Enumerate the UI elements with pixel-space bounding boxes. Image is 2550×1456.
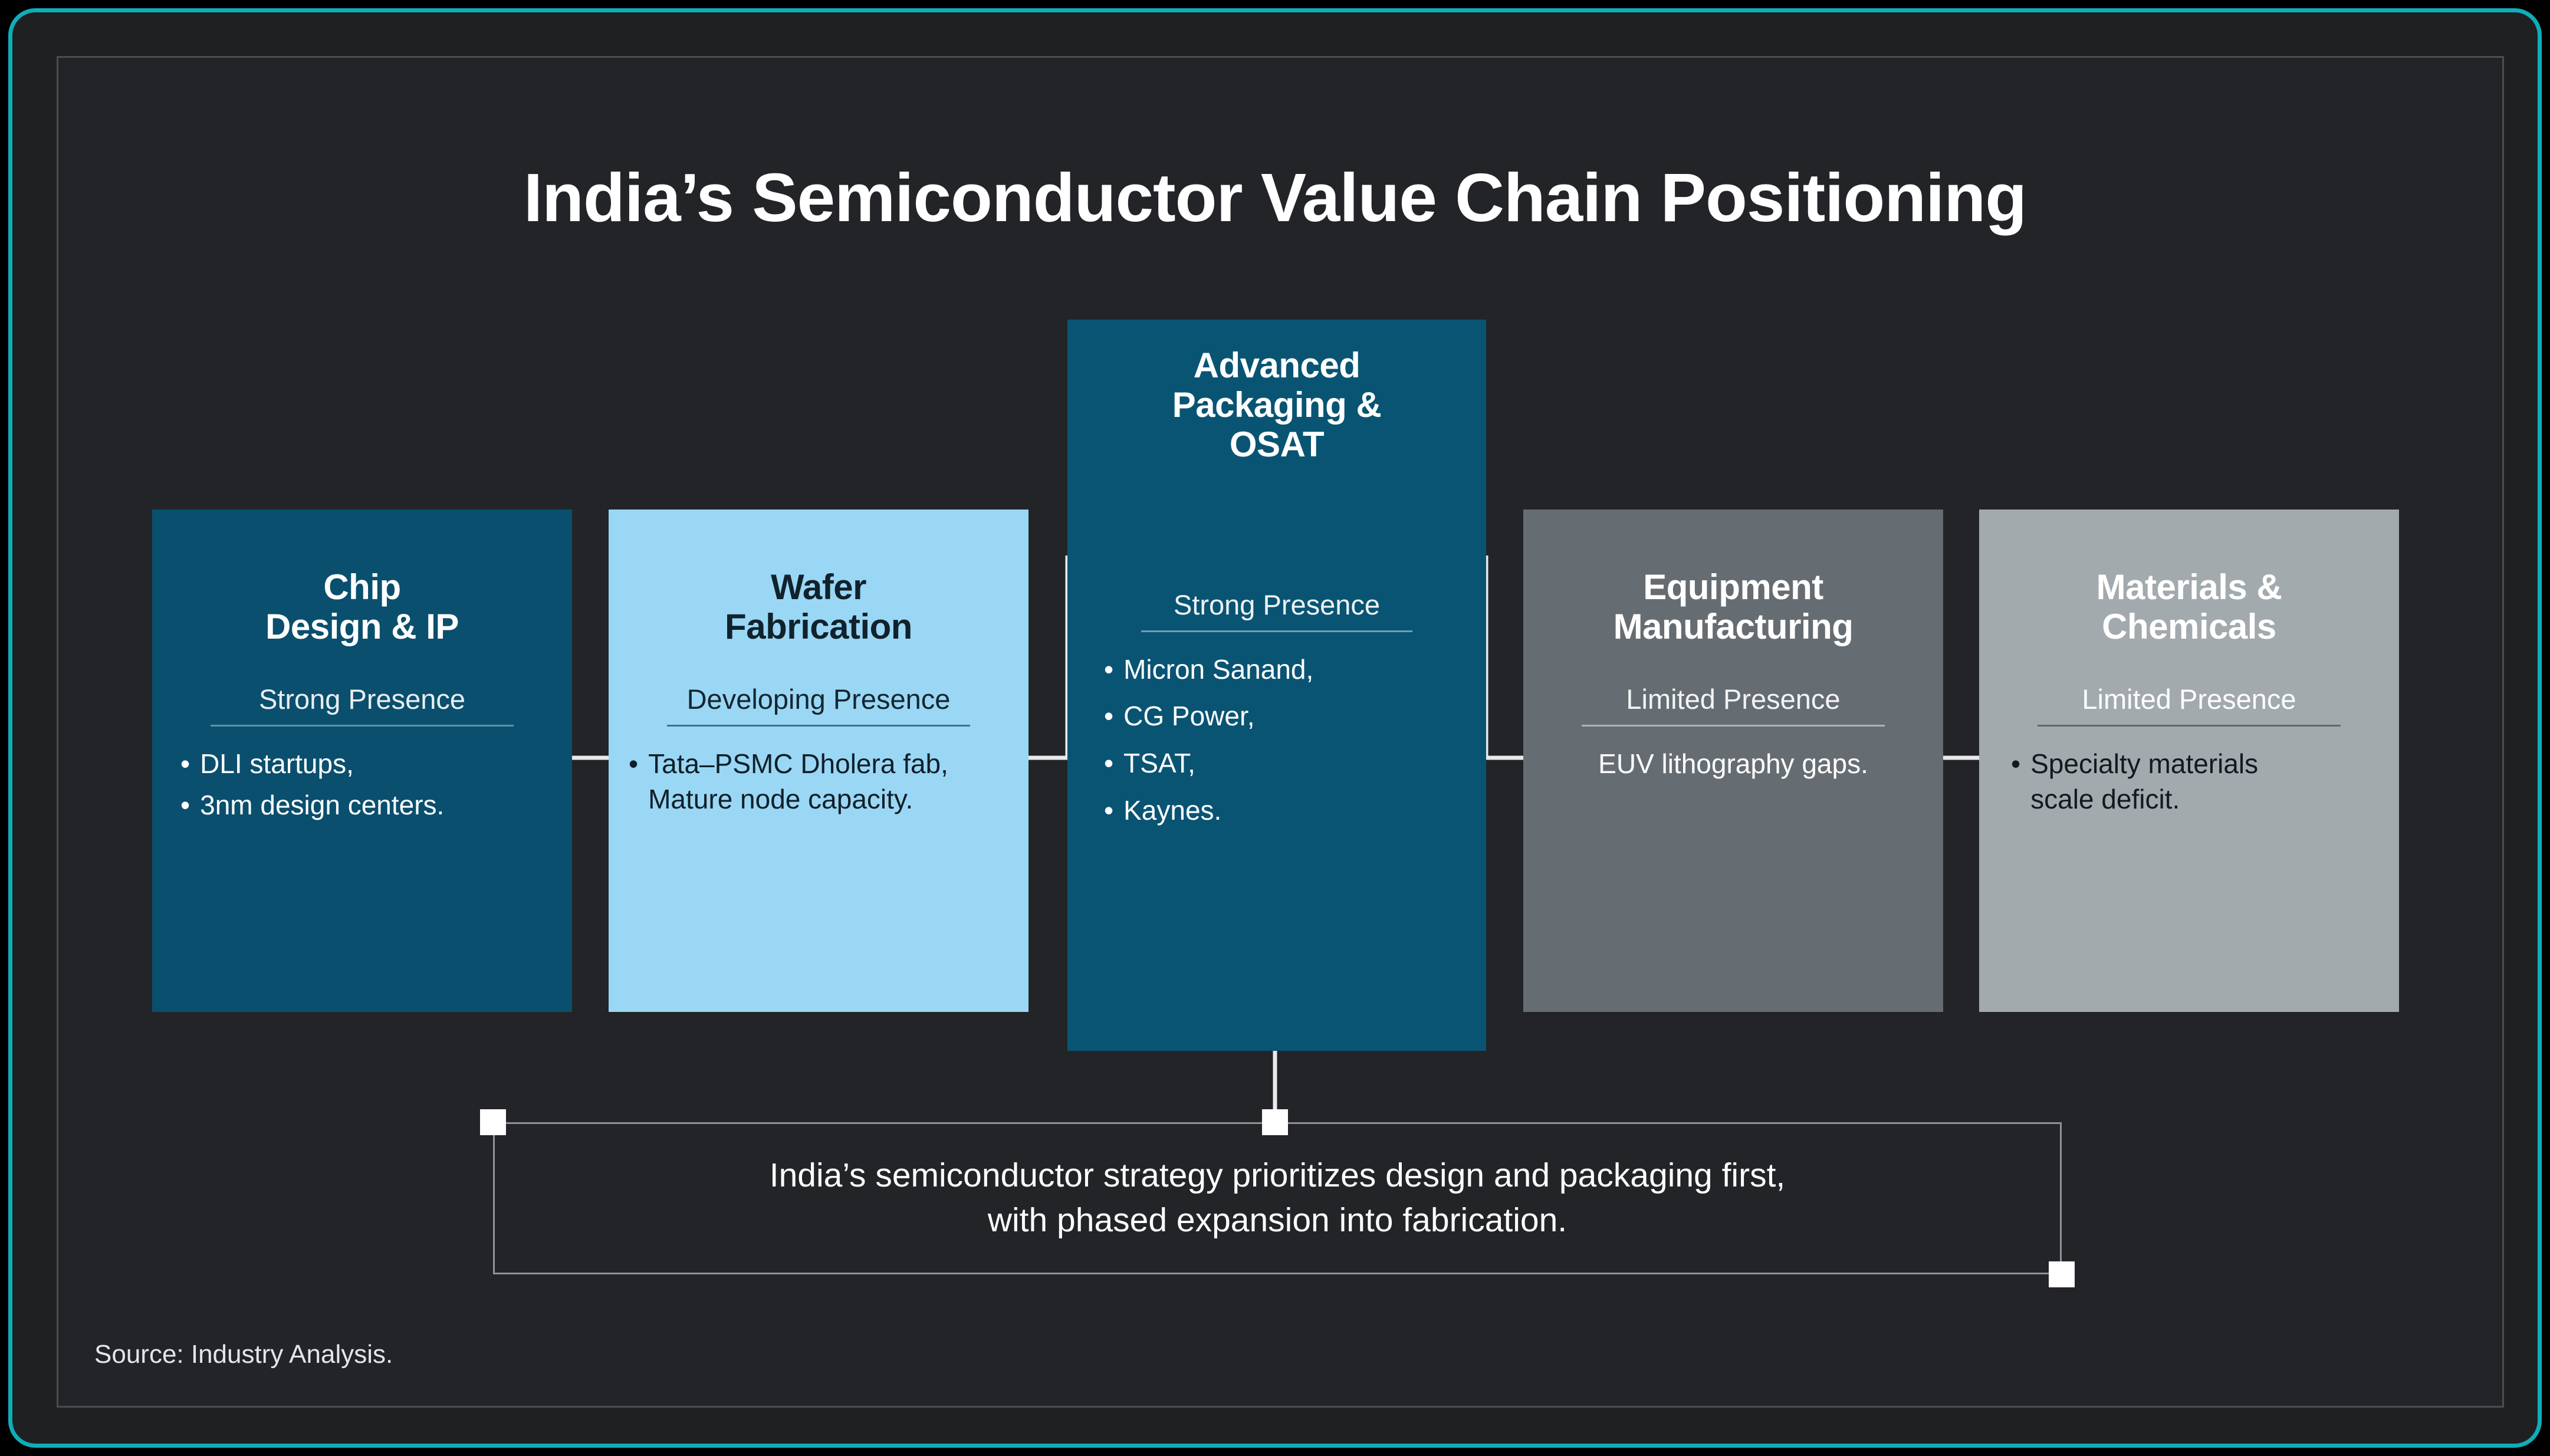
bullet-icon: • — [1104, 794, 1114, 826]
value-chain-card-equipment-manufacturing[interactable]: Equipment Manufacturing Limited Presence… — [1523, 510, 1943, 1012]
callout-handle-top-left[interactable] — [480, 1109, 506, 1135]
source-note: Source: Industry Analysis. — [94, 1340, 393, 1369]
list-item: Tata–PSMC Dholera fab, Mature node capac… — [648, 748, 948, 815]
card-status-label: Developing Presence — [686, 683, 951, 715]
list-item: DLI startups, — [200, 748, 354, 780]
card-status-label: Limited Presence — [1626, 683, 1841, 715]
card-title: Materials & Chemicals — [2096, 567, 2282, 647]
card-status-label: Strong Presence — [258, 683, 466, 715]
bullet-icon: • — [1104, 653, 1114, 685]
card-title: Chip Design & IP — [265, 567, 459, 647]
card-title: Wafer Fabrication — [725, 567, 912, 647]
bullet-icon: • — [180, 748, 190, 780]
list-item: Kaynes. — [1123, 794, 1222, 826]
bullet-icon: • — [180, 790, 190, 821]
bullet-icon: • — [629, 748, 639, 780]
value-chain-card-chip-design[interactable]: Chip Design & IP Strong Presence • DLI st… — [152, 510, 572, 1012]
divider — [1581, 725, 1885, 727]
card-status-label: Limited Presence — [2082, 683, 2296, 715]
card-title: Equipment Manufacturing — [1613, 567, 1854, 647]
value-chain-card-advanced-packaging-osat[interactable]: Advanced Packaging & OSAT Strong Presenc… — [1067, 320, 1486, 1051]
card-note: EUV lithography gaps. — [1598, 748, 1868, 780]
divider — [210, 725, 514, 727]
summary-callout-box: India’s semiconductor strategy prioritiz… — [493, 1122, 2062, 1274]
callout-handle-top-center[interactable] — [1262, 1109, 1288, 1135]
card-title: Advanced Packaging & OSAT — [1172, 346, 1382, 465]
divider — [666, 725, 971, 727]
divider — [1141, 630, 1413, 632]
summary-callout-text: India’s semiconductor strategy prioritiz… — [769, 1156, 1786, 1239]
list-item: CG Power, — [1123, 701, 1255, 732]
bullet-icon: • — [1104, 748, 1114, 779]
list-item: TSAT, — [1123, 748, 1195, 779]
value-chain-card-wafer-fabrication[interactable]: Wafer Fabrication Developing Presence • T… — [609, 510, 1028, 1012]
card-body: • DLI startups, • 3nm design centers. — [167, 747, 557, 829]
bullet-icon: • — [1104, 701, 1114, 732]
list-item: Micron Sanand, — [1123, 653, 1314, 685]
card-body: EUV lithography gaps. — [1539, 747, 1928, 782]
list-item: Specialty materials scale deficit. — [2030, 748, 2259, 815]
page-title: India’s Semiconductor Value Chain Positi… — [523, 159, 2027, 236]
card-status-label: Strong Presence — [1173, 589, 1381, 620]
list-item: 3nm design centers. — [200, 790, 445, 821]
divider — [2037, 725, 2341, 727]
card-body: • Tata–PSMC Dholera fab, Mature node capa… — [624, 747, 1013, 823]
value-chain-card-materials-chemicals[interactable]: Materials & Chemicals Limited Presence •… — [1979, 510, 2399, 1012]
card-body: • Specialty materials scale deficit. — [1994, 747, 2384, 823]
bullet-icon: • — [2011, 748, 2021, 780]
card-body: • Micron Sanand, • CG Power, • TSAT, • Kayne… — [1083, 652, 1471, 840]
callout-handle-bottom-right[interactable] — [2049, 1261, 2075, 1287]
